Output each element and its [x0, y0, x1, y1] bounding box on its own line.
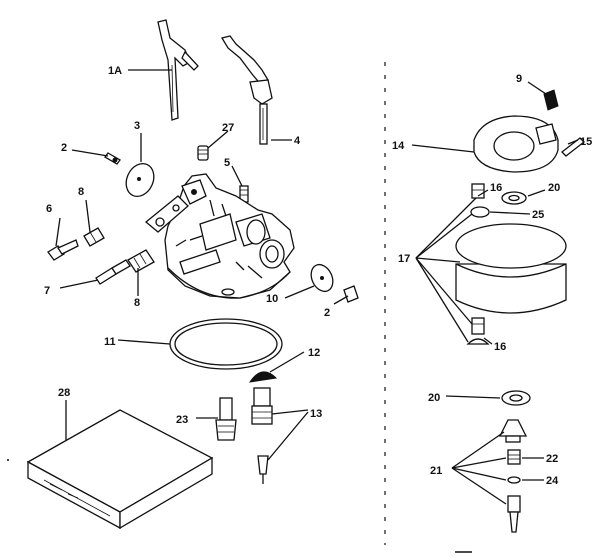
callout-20-lower: 20: [428, 392, 440, 404]
callout-13: 13: [310, 408, 322, 420]
callout-2-lower: 2: [324, 307, 330, 319]
callout-6: 6: [46, 203, 52, 215]
callout-28: 28: [58, 387, 70, 399]
speck: [7, 459, 9, 461]
part-float-lower: [466, 317, 490, 345]
part-float-cover: [473, 115, 559, 173]
callout-21: 21: [430, 465, 442, 477]
callout-24: 24: [546, 475, 559, 487]
part-washer-20-upper: [501, 191, 527, 205]
part-choke-plate: [125, 162, 155, 198]
callout-3: 3: [134, 120, 140, 132]
part-throttle-plate: [310, 263, 334, 293]
callout-8-left: 8: [78, 186, 84, 198]
part-kit-box: [26, 409, 214, 530]
part-jet-13: [251, 387, 273, 484]
part-screw-6: [47, 239, 79, 261]
callout-7: 7: [44, 285, 50, 297]
callout-15: 15: [580, 136, 592, 148]
callout-12: 12: [308, 347, 320, 359]
part-choke-shaft: [220, 35, 273, 145]
callout-10: 10: [266, 293, 278, 305]
part-valve-stack: [498, 419, 528, 533]
part-screw-upper: [104, 152, 121, 165]
callout-16-lower: 16: [494, 341, 506, 353]
callout-5: 5: [224, 157, 230, 169]
part-clip-9: [543, 89, 559, 111]
callout-8-center: 8: [134, 297, 140, 309]
part-washer-20-lower: [501, 390, 531, 406]
callout-27: 27: [222, 122, 234, 134]
callout-20-upper: 20: [548, 182, 560, 194]
callout-22: 22: [546, 453, 558, 465]
part-screw-lower: [343, 285, 359, 303]
part-ring-25: [470, 206, 490, 218]
callout-17: 17: [398, 253, 410, 265]
callout-23: 23: [176, 414, 188, 426]
part-float-bowl: [455, 223, 567, 314]
callout-16-upper: 16: [490, 182, 502, 194]
callout-2-upper: 2: [61, 142, 67, 154]
callout-1a: 1A: [108, 65, 122, 77]
part-dome-12: [248, 371, 278, 383]
part-seat-23: [215, 397, 237, 441]
carburetor-body: [144, 173, 295, 299]
part-fitting-8-center: [127, 249, 155, 273]
callout-9: 9: [516, 73, 522, 85]
part-fitting-8-left: [83, 227, 105, 247]
part-needle-7: [95, 259, 131, 285]
callout-14: 14: [392, 140, 405, 152]
leader-lines: [55, 69, 579, 505]
part-pin-15: [561, 137, 585, 157]
callout-4: 4: [294, 135, 301, 147]
callout-labels: 1A 2 3 27 4 5 8 6 7 8 10 2 11 12 23 13 2…: [44, 65, 592, 487]
part-spring-27: [197, 145, 209, 161]
callout-11: 11: [104, 336, 116, 348]
callout-25: 25: [532, 209, 544, 221]
part-gasket: [169, 318, 283, 370]
part-throttle-lever: [157, 19, 199, 121]
